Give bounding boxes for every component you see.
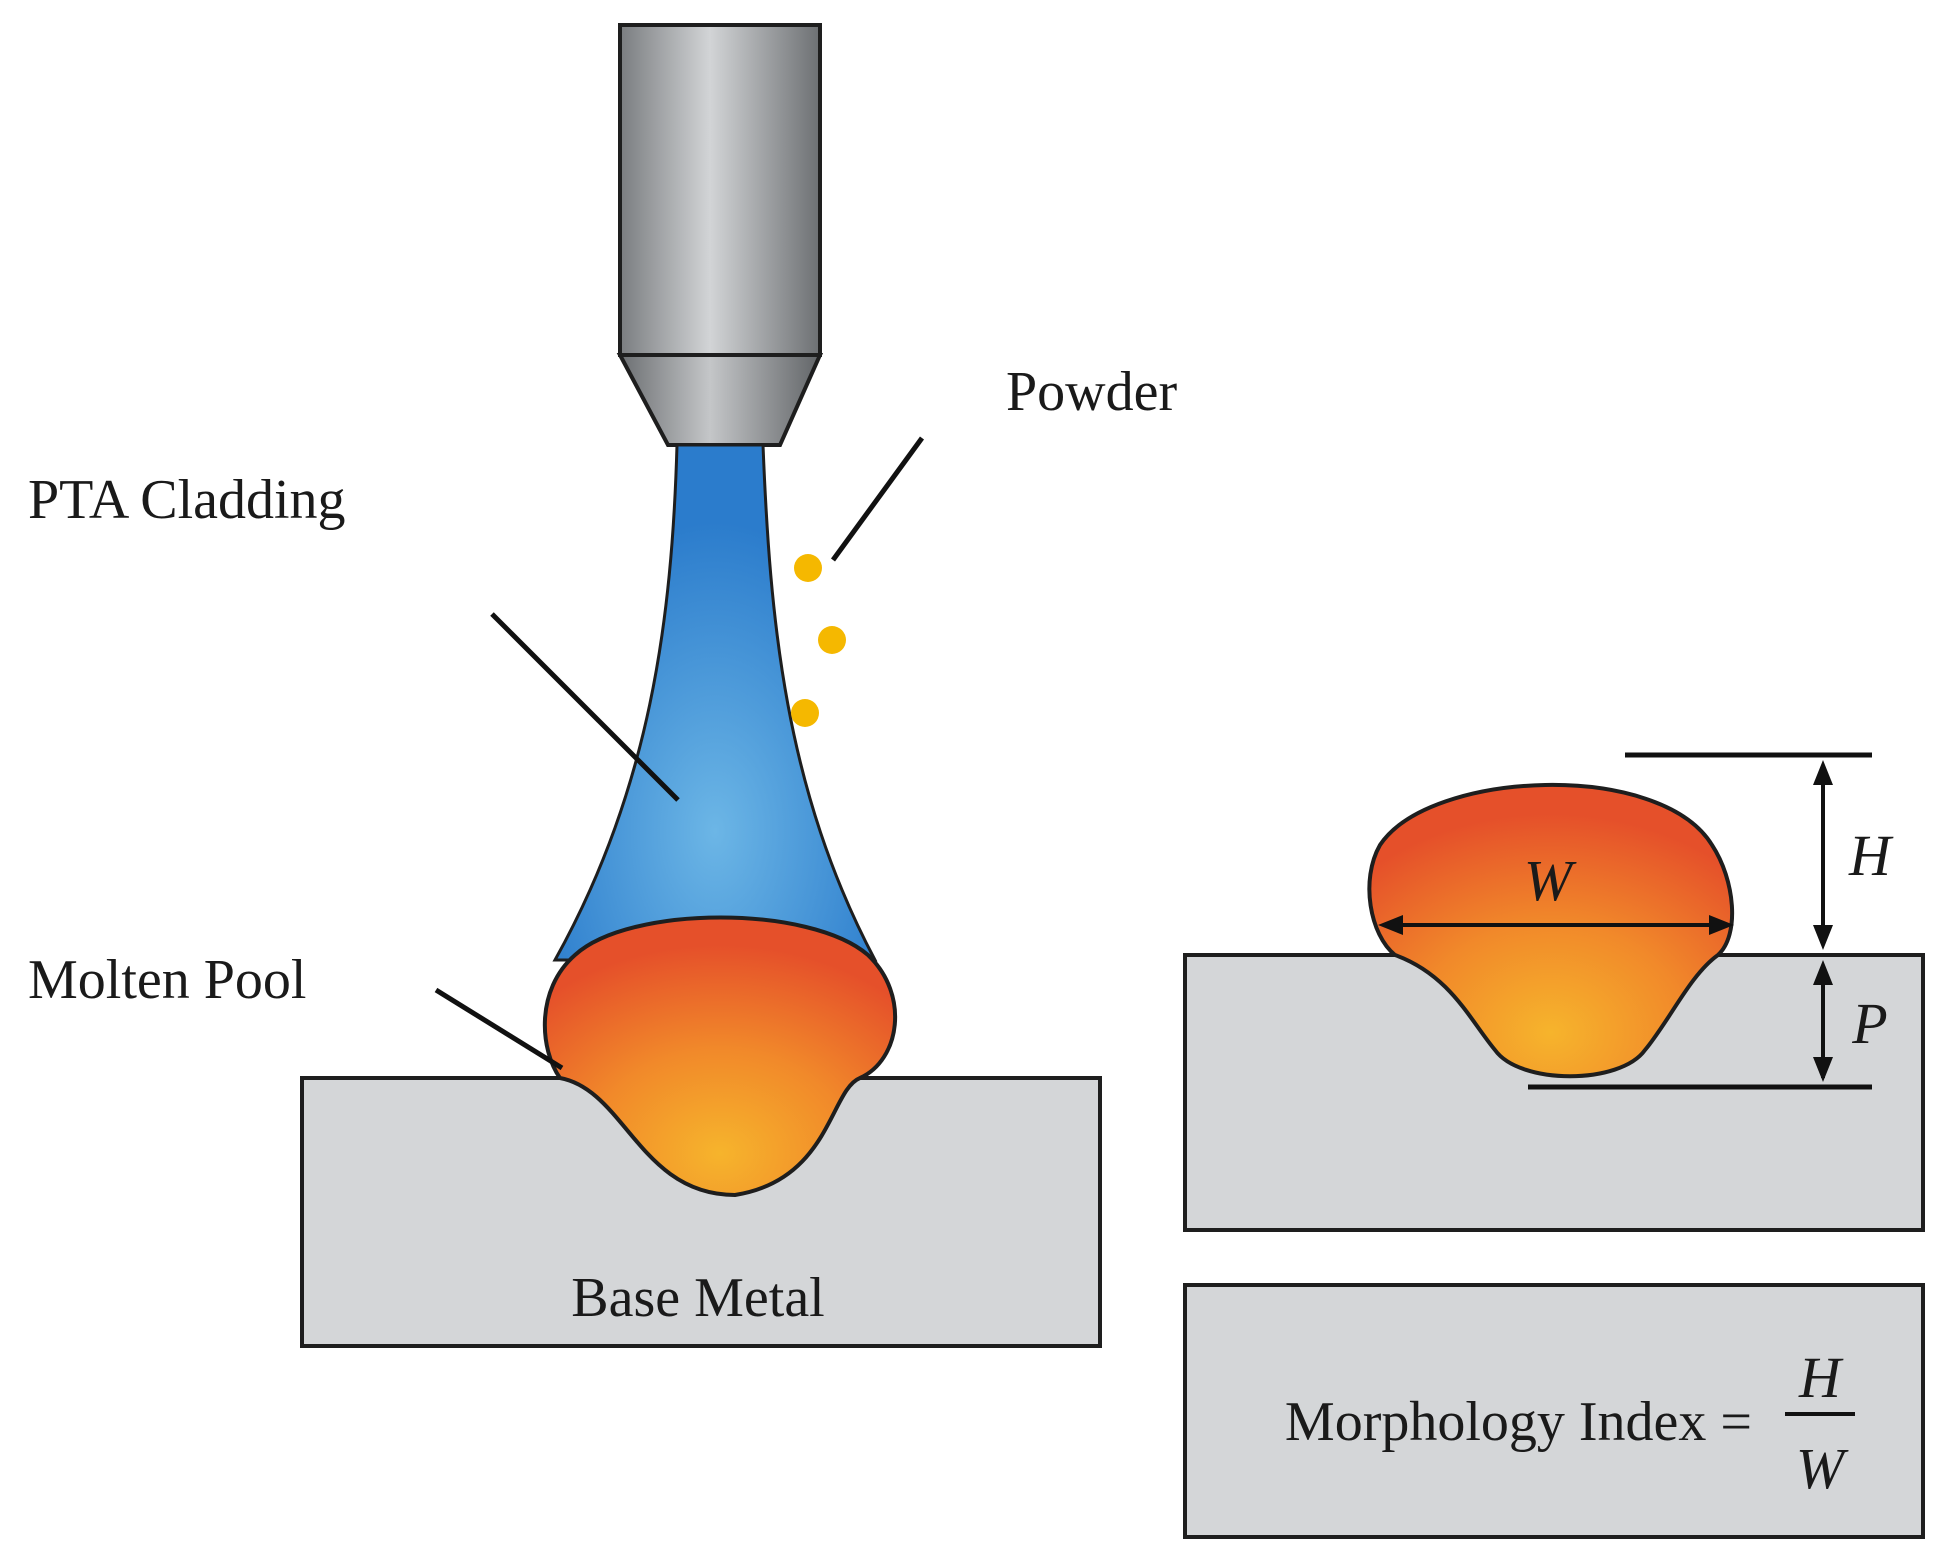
morphology-index-text: Morphology Index = <box>1285 1391 1752 1453</box>
pta-cladding-leader-line <box>490 612 680 802</box>
width-label: W <box>1524 848 1577 913</box>
molten-pool <box>542 915 898 1198</box>
penetration-label: P <box>1851 991 1887 1056</box>
powder-particle <box>794 554 822 582</box>
powder-particle <box>791 699 819 727</box>
molten-pool-leader-line <box>434 987 564 1071</box>
nozzle-tip <box>616 353 824 447</box>
nozzle-body <box>618 23 822 357</box>
morphology-index-box <box>1183 1283 1925 1539</box>
formula-numerator: H <box>1798 1345 1844 1410</box>
weld-bead <box>1367 782 1735 1079</box>
powder-particle <box>818 626 846 654</box>
plasma-arc <box>552 443 878 962</box>
nozzle <box>616 23 824 447</box>
width-dimension <box>1378 915 1734 935</box>
powder-leader-line <box>830 436 925 562</box>
formula-denominator: W <box>1796 1436 1849 1501</box>
height-dimension <box>1813 760 1833 950</box>
powder-label: Powder <box>1006 361 1177 423</box>
molten-pool-label: Molten Pool <box>28 949 306 1011</box>
penetration-dimension <box>1813 960 1833 1082</box>
height-label: H <box>1848 823 1894 888</box>
pta-cladding-label: PTA Cladding <box>28 469 346 531</box>
base-metal-label: Base Metal <box>571 1267 824 1329</box>
